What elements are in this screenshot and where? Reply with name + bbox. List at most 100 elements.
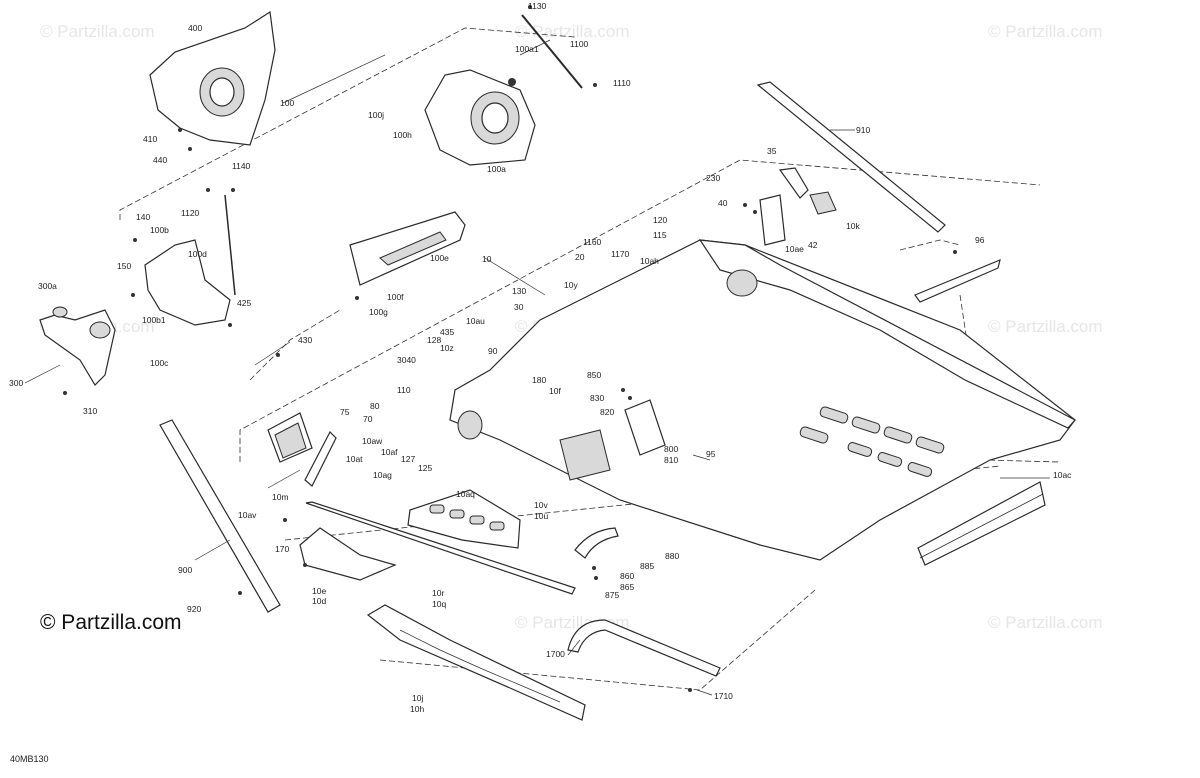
callout-label: 1100 — [570, 39, 589, 49]
callout-label: 128 — [427, 335, 441, 345]
callout-label: 100d — [188, 249, 207, 259]
callout-label: 875 — [605, 590, 619, 600]
callout-label: 10k — [846, 221, 860, 231]
callout-label: 100j — [368, 110, 384, 120]
callout-label: 180 — [532, 375, 546, 385]
callout-label: 96 — [975, 235, 985, 245]
callout-label: 10r — [432, 588, 444, 598]
rail-900 — [159, 419, 281, 613]
callout-label: 100e — [430, 253, 449, 263]
callout-label: 10h — [410, 704, 424, 714]
callout-label: 115 — [653, 230, 667, 240]
callout-label: 440 — [153, 155, 167, 165]
callout-label: 1140 — [232, 161, 251, 171]
callout-label: 90 — [488, 346, 498, 356]
callout-label: 10at — [346, 454, 363, 464]
callout-label: 10aq — [456, 489, 475, 499]
callout-label: 880 — [665, 551, 679, 561]
callout-label: 30 — [514, 302, 524, 312]
callout-label: 110 — [397, 385, 411, 395]
callout-label: 100c — [150, 358, 169, 368]
callout-label: 300a — [38, 281, 57, 291]
front-frame-100a — [424, 69, 536, 166]
callout-label: 1110 — [613, 78, 631, 88]
rail-1700 — [567, 619, 721, 692]
callout-label: 100 — [280, 98, 294, 108]
callout-label: 100a — [487, 164, 506, 174]
callout-label: 865 — [620, 582, 634, 592]
bracket-96 — [914, 250, 1001, 303]
tunnel-10 — [449, 239, 1076, 561]
callout-label: 1130 — [528, 1, 547, 11]
callout-label: 10f — [549, 386, 561, 396]
callout-label: 10af — [381, 447, 398, 457]
brackets-35-10k-10ae — [743, 167, 837, 246]
callout-label: 40 — [718, 198, 728, 208]
strip-10r — [283, 501, 576, 595]
callout-label: 140 — [136, 212, 150, 222]
watermark-text: © Partzilla.com — [988, 613, 1103, 632]
callout-label: 120 — [653, 215, 667, 225]
watermark-text: © Partzilla.com — [988, 22, 1103, 41]
front-frame-400 — [149, 10, 276, 151]
callout-label: 100g — [369, 307, 388, 317]
callout-label: 35 — [767, 146, 777, 156]
callout-label: 100f — [387, 292, 404, 302]
brand-text: © Partzilla.com — [40, 611, 182, 634]
callout-label: 130 — [512, 286, 526, 296]
rail-910 — [756, 81, 946, 233]
callout-label: 800 — [664, 444, 678, 454]
panel-100e — [349, 211, 466, 300]
callout-label: 10j — [412, 693, 423, 703]
rod-1100 — [521, 5, 597, 89]
callout-label: 95 — [706, 449, 716, 459]
callout-label: 435 — [440, 327, 454, 337]
callout-label: 300 — [9, 378, 23, 388]
rail-10j — [366, 604, 586, 721]
bracket-10e — [299, 527, 397, 581]
callout-label: 900 — [178, 565, 192, 575]
callout-label: 230 — [706, 173, 720, 183]
callout-label: 10y — [564, 280, 578, 290]
callout-label: 10 — [482, 254, 492, 264]
callout-label: 150 — [117, 261, 131, 271]
callout-label: 10u — [534, 511, 548, 521]
callout-label: 860 — [620, 571, 634, 581]
callout-label: 125 — [418, 463, 432, 473]
callout-label: 1160 — [583, 237, 602, 247]
bracket-300 — [39, 306, 116, 395]
callout-label: 10v — [534, 500, 548, 510]
watermark-text: © Partzilla.com — [988, 317, 1103, 336]
callout-labels: 1130 100a1 1100 1110 400 100 410 440 100… — [9, 1, 1072, 714]
callout-label: 10m — [272, 492, 289, 502]
callout-label: 10aw — [362, 436, 383, 446]
callout-label: 10av — [238, 510, 257, 520]
callout-label: 3040 — [397, 355, 416, 365]
callout-label: 10ah — [640, 256, 659, 266]
callout-label: 75 — [340, 407, 350, 417]
leader-lines — [24, 39, 1050, 696]
callout-label: 1700 — [546, 649, 565, 659]
callout-label: 42 — [808, 240, 818, 250]
callout-label: 10e — [312, 586, 326, 596]
callout-label: 1120 — [181, 208, 200, 218]
callout-label: 885 — [640, 561, 654, 571]
callout-label: 425 — [237, 298, 251, 308]
callout-label: 310 — [83, 406, 97, 416]
callout-label: 10au — [466, 316, 485, 326]
callout-label: 100b1 — [142, 315, 166, 325]
callout-label: 10ac — [1053, 470, 1072, 480]
callout-label: 850 — [587, 370, 601, 380]
callout-label: 910 — [856, 125, 870, 135]
callout-label: 170 — [275, 544, 289, 554]
callout-label: 410 — [143, 134, 157, 144]
watermark-text: © Partzilla.com — [40, 22, 155, 41]
callout-label: 100a1 — [515, 44, 539, 54]
callout-label: 70 — [363, 414, 373, 424]
callout-label: 10ag — [373, 470, 392, 480]
callout-label: 100b — [150, 225, 169, 235]
side-panel-75 — [267, 412, 337, 487]
bracket-800 — [621, 388, 666, 456]
callout-label: 810 — [664, 455, 678, 465]
